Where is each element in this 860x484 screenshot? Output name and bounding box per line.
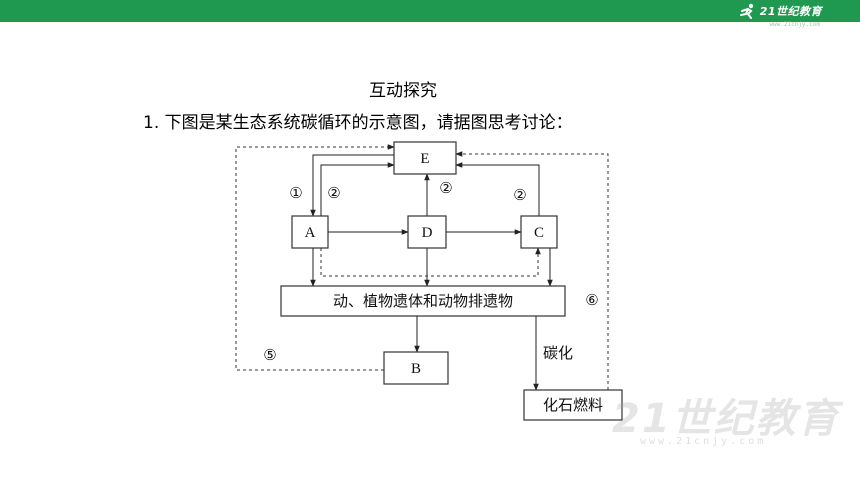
- top-bar: [0, 0, 860, 22]
- node-fossil-label: 化石燃料: [543, 396, 603, 414]
- node-remains-box: [280, 285, 566, 317]
- question-text: 1. 下图是某生态系统碳循环的示意图，请据图思考讨论：: [143, 113, 573, 133]
- node-d-label: D: [422, 225, 433, 241]
- brand-url: www.21cnjy.com: [769, 21, 820, 28]
- dashed-arrow-fossil-to-e: [455, 151, 609, 390]
- brand-logo: 21世纪教育: [739, 3, 822, 19]
- label-6: ⑥: [585, 291, 598, 309]
- section-title: 互动探究: [369, 81, 437, 101]
- brand-logo-text: 21世纪教育: [759, 5, 822, 18]
- runner-logo-icon: [739, 3, 753, 19]
- arrow-e-to-a: [310, 154, 394, 217]
- watermark-text: 21世纪教育: [612, 396, 840, 442]
- label-2-c: ②: [513, 186, 526, 204]
- arrow-a-to-e: [320, 162, 395, 216]
- arrow-c-to-e: [455, 162, 540, 216]
- node-e-box: [393, 141, 457, 175]
- label-carbonize: 碳化: [543, 344, 573, 362]
- node-a-label: A: [305, 225, 316, 241]
- node-c-box: [520, 215, 558, 249]
- watermark-url: www.21cnjy.com: [640, 436, 767, 447]
- label-2-a: ②: [327, 184, 340, 202]
- node-fossil-box: [523, 389, 623, 421]
- node-c-label: C: [534, 225, 544, 241]
- node-a-box: [291, 215, 329, 249]
- node-remains-label: 动、植物遗体和动物排遗物: [333, 292, 513, 310]
- label-1: ①: [289, 184, 302, 202]
- node-e-label: E: [420, 151, 429, 167]
- dashed-arrow-a-to-c: [320, 247, 541, 277]
- label-5: ⑤: [263, 346, 276, 364]
- label-2-d: ②: [439, 179, 452, 197]
- dashed-arrow-b-to-e: [235, 144, 395, 371]
- node-b-label: B: [411, 361, 421, 377]
- node-b-box: [383, 351, 449, 385]
